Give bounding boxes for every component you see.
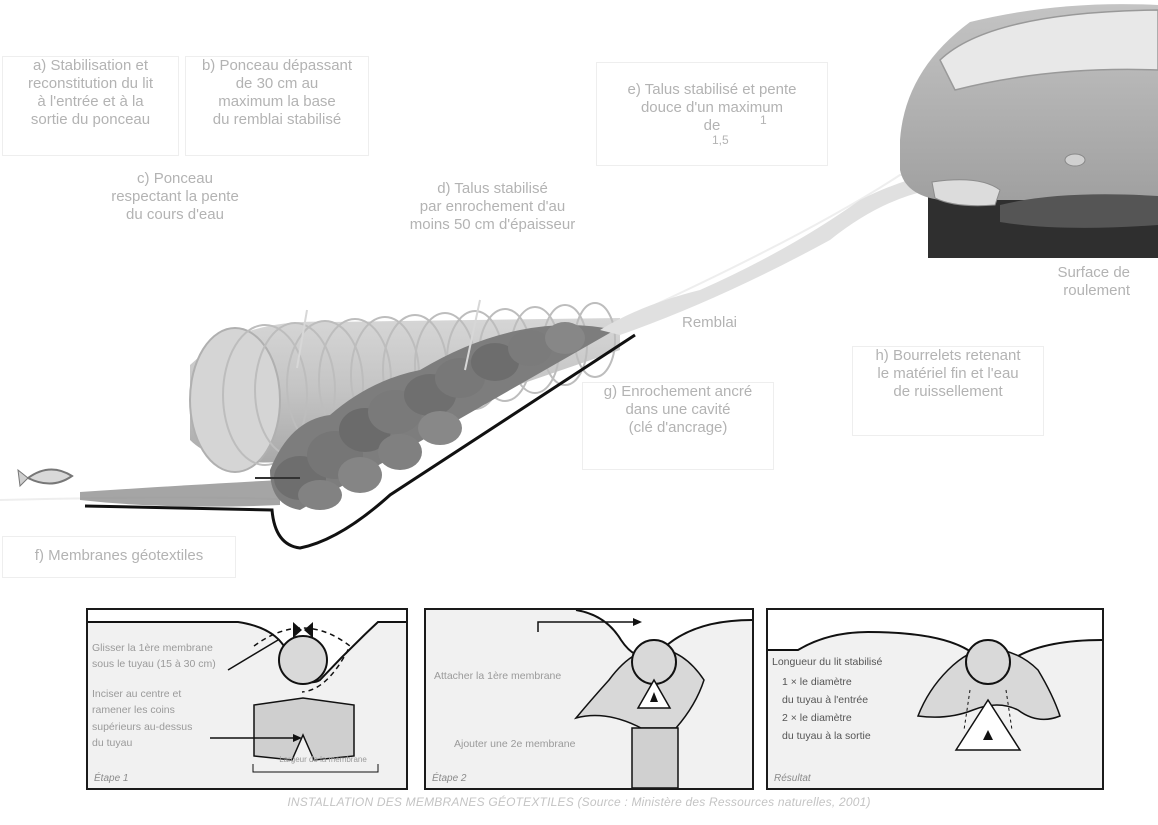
label-f: f) Membranes géotextiles (2, 536, 236, 578)
label-h: h) Bourrelets retenant le matériel fin e… (852, 346, 1044, 436)
label-e-ratio-top: 1 (760, 113, 767, 127)
panel-3-step: Résultat (774, 773, 811, 784)
panel-3-text-2: 1 × le diamètre du tuyau à l'entrée 2 × … (782, 676, 871, 742)
label-c: c) Ponceau respectant la pente du cours … (111, 170, 239, 223)
panel-2-text-1: Attacher la 1ère membrane (434, 670, 562, 682)
label-remblai: Remblai (682, 314, 738, 331)
panel-1-text-1: Glisser la 1ère membrane sous le tuyau (… (92, 642, 216, 671)
geotextile-line (84, 333, 636, 550)
label-e-ratio-bottom: 1,5 (712, 133, 729, 147)
panel-1-text-2: Inciser au centre et ramener les coins s… (92, 688, 193, 749)
label-e: e) Talus stabilisé et pente douce d'un m… (596, 62, 828, 166)
panel-3-drawing (768, 610, 1102, 751)
label-d: d) Talus stabilisé par enrochement d'au … (409, 180, 576, 233)
panel-result: Longueur du lit stabilisé 1 × le diamètr… (766, 608, 1104, 790)
panel-step-2: Attacher la 1ère membrane Ajouter une 2e… (424, 608, 754, 790)
leader-lines (255, 299, 481, 479)
figure-caption: INSTALLATION DES MEMBRANES GÉOTEXTILES (… (287, 795, 871, 809)
label-e-text: e) Talus stabilisé et pente douce d'un m… (627, 81, 797, 134)
riprap (270, 322, 615, 510)
panel-2-drawing (426, 610, 752, 788)
panel-step-1: Glisser la 1ère membrane sous le tuyau (… (86, 608, 408, 790)
label-surface: Surface de roulement (1057, 264, 1130, 299)
embankment (600, 175, 930, 335)
label-b: b) Ponceau dépassant de 30 cm au maximum… (185, 56, 369, 156)
panel-3-text-1: Longueur du lit stabilisé (772, 656, 883, 668)
label-g: g) Enrochement ancré dans une cavité (cl… (582, 382, 774, 470)
panel-1-dim: Largeur de la membrane (279, 755, 367, 764)
panel-2-step: Étape 2 (432, 773, 467, 784)
panel-1-step: Étape 1 (94, 773, 129, 784)
car-icon (900, 4, 1158, 258)
panel-1-drawing (88, 610, 406, 773)
label-a: a) Stabilisation et reconstitution du li… (2, 56, 179, 156)
panel-2-text-2: Ajouter une 2e membrane (454, 738, 576, 750)
fish-icon (17, 468, 74, 488)
